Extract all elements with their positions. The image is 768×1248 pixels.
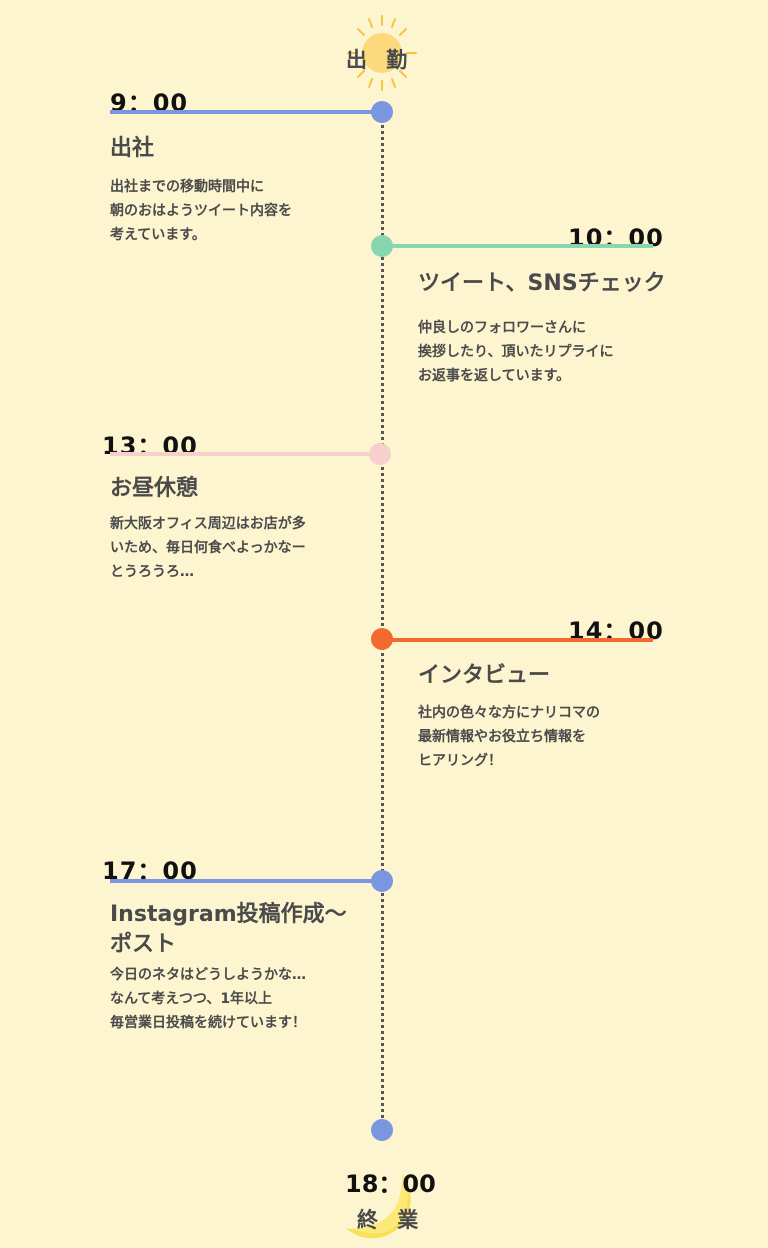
time-connector [110, 879, 382, 883]
time-connector [110, 110, 382, 114]
timeline-dot [371, 235, 393, 257]
time-connector [110, 452, 382, 456]
event-title: 出社 [110, 136, 155, 161]
event-title: Instagram投稿作成〜 ポスト [110, 902, 347, 957]
sun-icon [347, 15, 417, 91]
event-description: 出社までの移動時間中に 朝のおはようツイート内容を 考えています。 [110, 179, 292, 243]
event-description: 新大阪オフィス周辺はお店が多 いため、毎日何食べよっかなー とうろうろ… [110, 516, 306, 580]
start-label: 出 勤 [346, 48, 414, 72]
timeline-line [381, 112, 384, 1132]
end-time: 18：00 [345, 1170, 436, 1198]
time-connector [382, 638, 653, 642]
moon-icon [346, 1174, 411, 1239]
event-title: お昼休憩 [110, 476, 199, 501]
timeline-dot [371, 870, 393, 892]
event-description: 社内の色々な方にナリコマの 最新情報やお役立ち情報を ヒアリング！ [418, 705, 600, 769]
end-label: 終 業 [357, 1208, 425, 1232]
time-connector [382, 244, 653, 248]
timeline-dot [369, 443, 391, 465]
event-description: 今日のネタはどうしようかな… なんて考えつつ、1年以上 毎営業日投稿を続けていま… [110, 967, 306, 1031]
event-title: ツイート、SNSチェック [418, 271, 666, 296]
timeline-dot [371, 628, 393, 650]
event-title: インタビュー [418, 663, 551, 688]
event-description: 仲良しのフォロワーさんに 挨拶したり、頂いたリプライに お返事を返しています。 [418, 320, 614, 384]
timeline-end-dot [371, 1119, 393, 1141]
timeline-dot [371, 101, 393, 123]
